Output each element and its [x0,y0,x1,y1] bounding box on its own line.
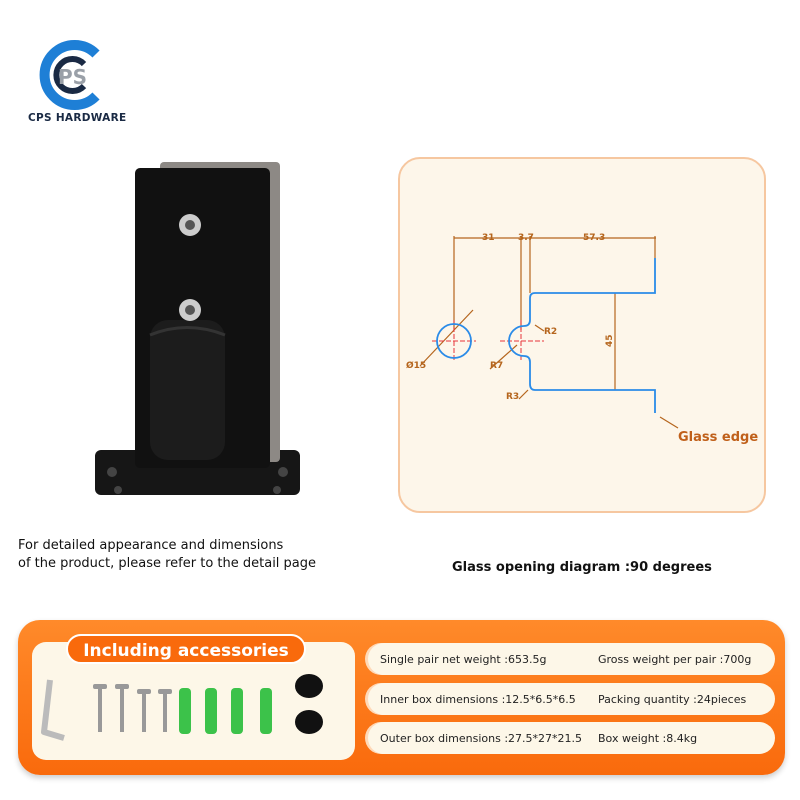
dim-r7: R7 [490,361,503,371]
allen-key-icon [41,679,65,741]
spec-row: Outer box dimensions :27.5*27*21.5 Box w… [368,722,775,754]
spec-row: Inner box dimensions :12.5*6.5*6.5 Packi… [368,683,775,715]
glass-edge-label: Glass edge [678,430,758,445]
caption-line: For detailed appearance and dimensions [18,538,284,553]
dim-45: 45 [605,334,615,347]
screw-icon [93,684,172,732]
spec-outer-box: Outer box dimensions :27.5*27*21.5 [380,732,583,745]
spec-gross-weight: Gross weight per pair :700g [598,653,752,666]
cps-logo-icon: PS [39,40,100,110]
spec-packing-qty: Packing quantity :24pieces [598,693,747,706]
diagram-caption: Glass opening diagram :90 degrees [452,560,712,575]
accessories-title: Including accessories [66,634,306,664]
dim-3-7: 3.7 [518,233,534,243]
dim-31: 31 [482,233,495,243]
cover-cap-icon [295,674,323,734]
dim-hole-diameter: Ø15 [406,360,426,371]
spec-box-weight: Box weight :8.4kg [598,732,698,745]
svg-text:PS: PS [58,65,87,89]
dim-r3: R3 [506,392,519,402]
accessories-icons [41,674,323,741]
dim-r2: R2 [544,327,557,337]
glass-opening-diagram: 31 3.7 57.3 45 Ø15 R7 R2 R3 Glass edge [398,157,766,513]
spec-row: Single pair net weight :653.5g Gross wei… [368,643,775,675]
spec-net-weight: Single pair net weight :653.5g [380,653,547,666]
dim-57-3: 57.3 [583,233,605,243]
wall-plug-icon [179,688,272,734]
brand-logo: PS [34,40,114,110]
spec-inner-box: Inner box dimensions :12.5*6.5*6.5 [380,693,576,706]
product-caption: For detailed appearance and dimensions o… [18,537,316,573]
caption-line: of the product, please refer to the deta… [18,556,317,571]
product-image [90,160,305,505]
brand-name: CPS HARDWARE [28,112,127,124]
